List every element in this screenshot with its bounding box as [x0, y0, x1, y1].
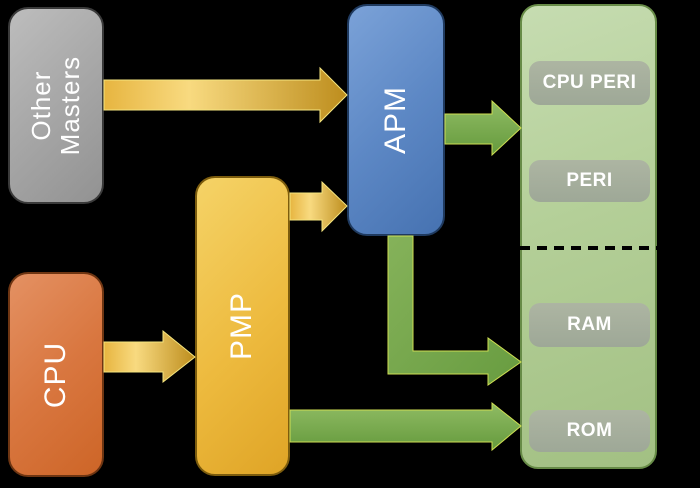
region-ram: RAM: [529, 303, 650, 347]
region-rom: ROM: [529, 410, 650, 452]
node-pmp-label: PMP: [225, 291, 259, 361]
dashed-divider-line: [520, 246, 657, 250]
node-other-masters: Other Masters: [8, 7, 104, 204]
node-pmp: PMP: [195, 176, 290, 476]
arrow-pmp-to-rom-region-icon: [289, 401, 522, 452]
region-cpu-peri: CPU PERI: [529, 61, 650, 105]
arrow-apm-to-peri-region-icon: [444, 99, 522, 157]
arrow-apm-to-ram-region-icon: [387, 235, 522, 386]
region-peri: PERI: [529, 160, 650, 202]
arrow-other-masters-to-apm-icon: [103, 66, 348, 124]
node-cpu: CPU: [8, 272, 104, 477]
node-other-masters-line1: Other: [26, 70, 57, 141]
arrow-cpu-to-pmp-icon: [103, 329, 196, 384]
node-other-masters-label: Other Masters: [26, 55, 85, 156]
panel-memory-map: CPU PERI PERI RAM ROM: [520, 4, 657, 469]
node-cpu-label: CPU: [39, 341, 72, 408]
arrow-pmp-to-apm-icon: [289, 180, 348, 233]
node-apm: APM: [347, 4, 445, 236]
node-apm-label: APM: [378, 85, 412, 155]
node-other-masters-line2: Masters: [55, 55, 85, 156]
